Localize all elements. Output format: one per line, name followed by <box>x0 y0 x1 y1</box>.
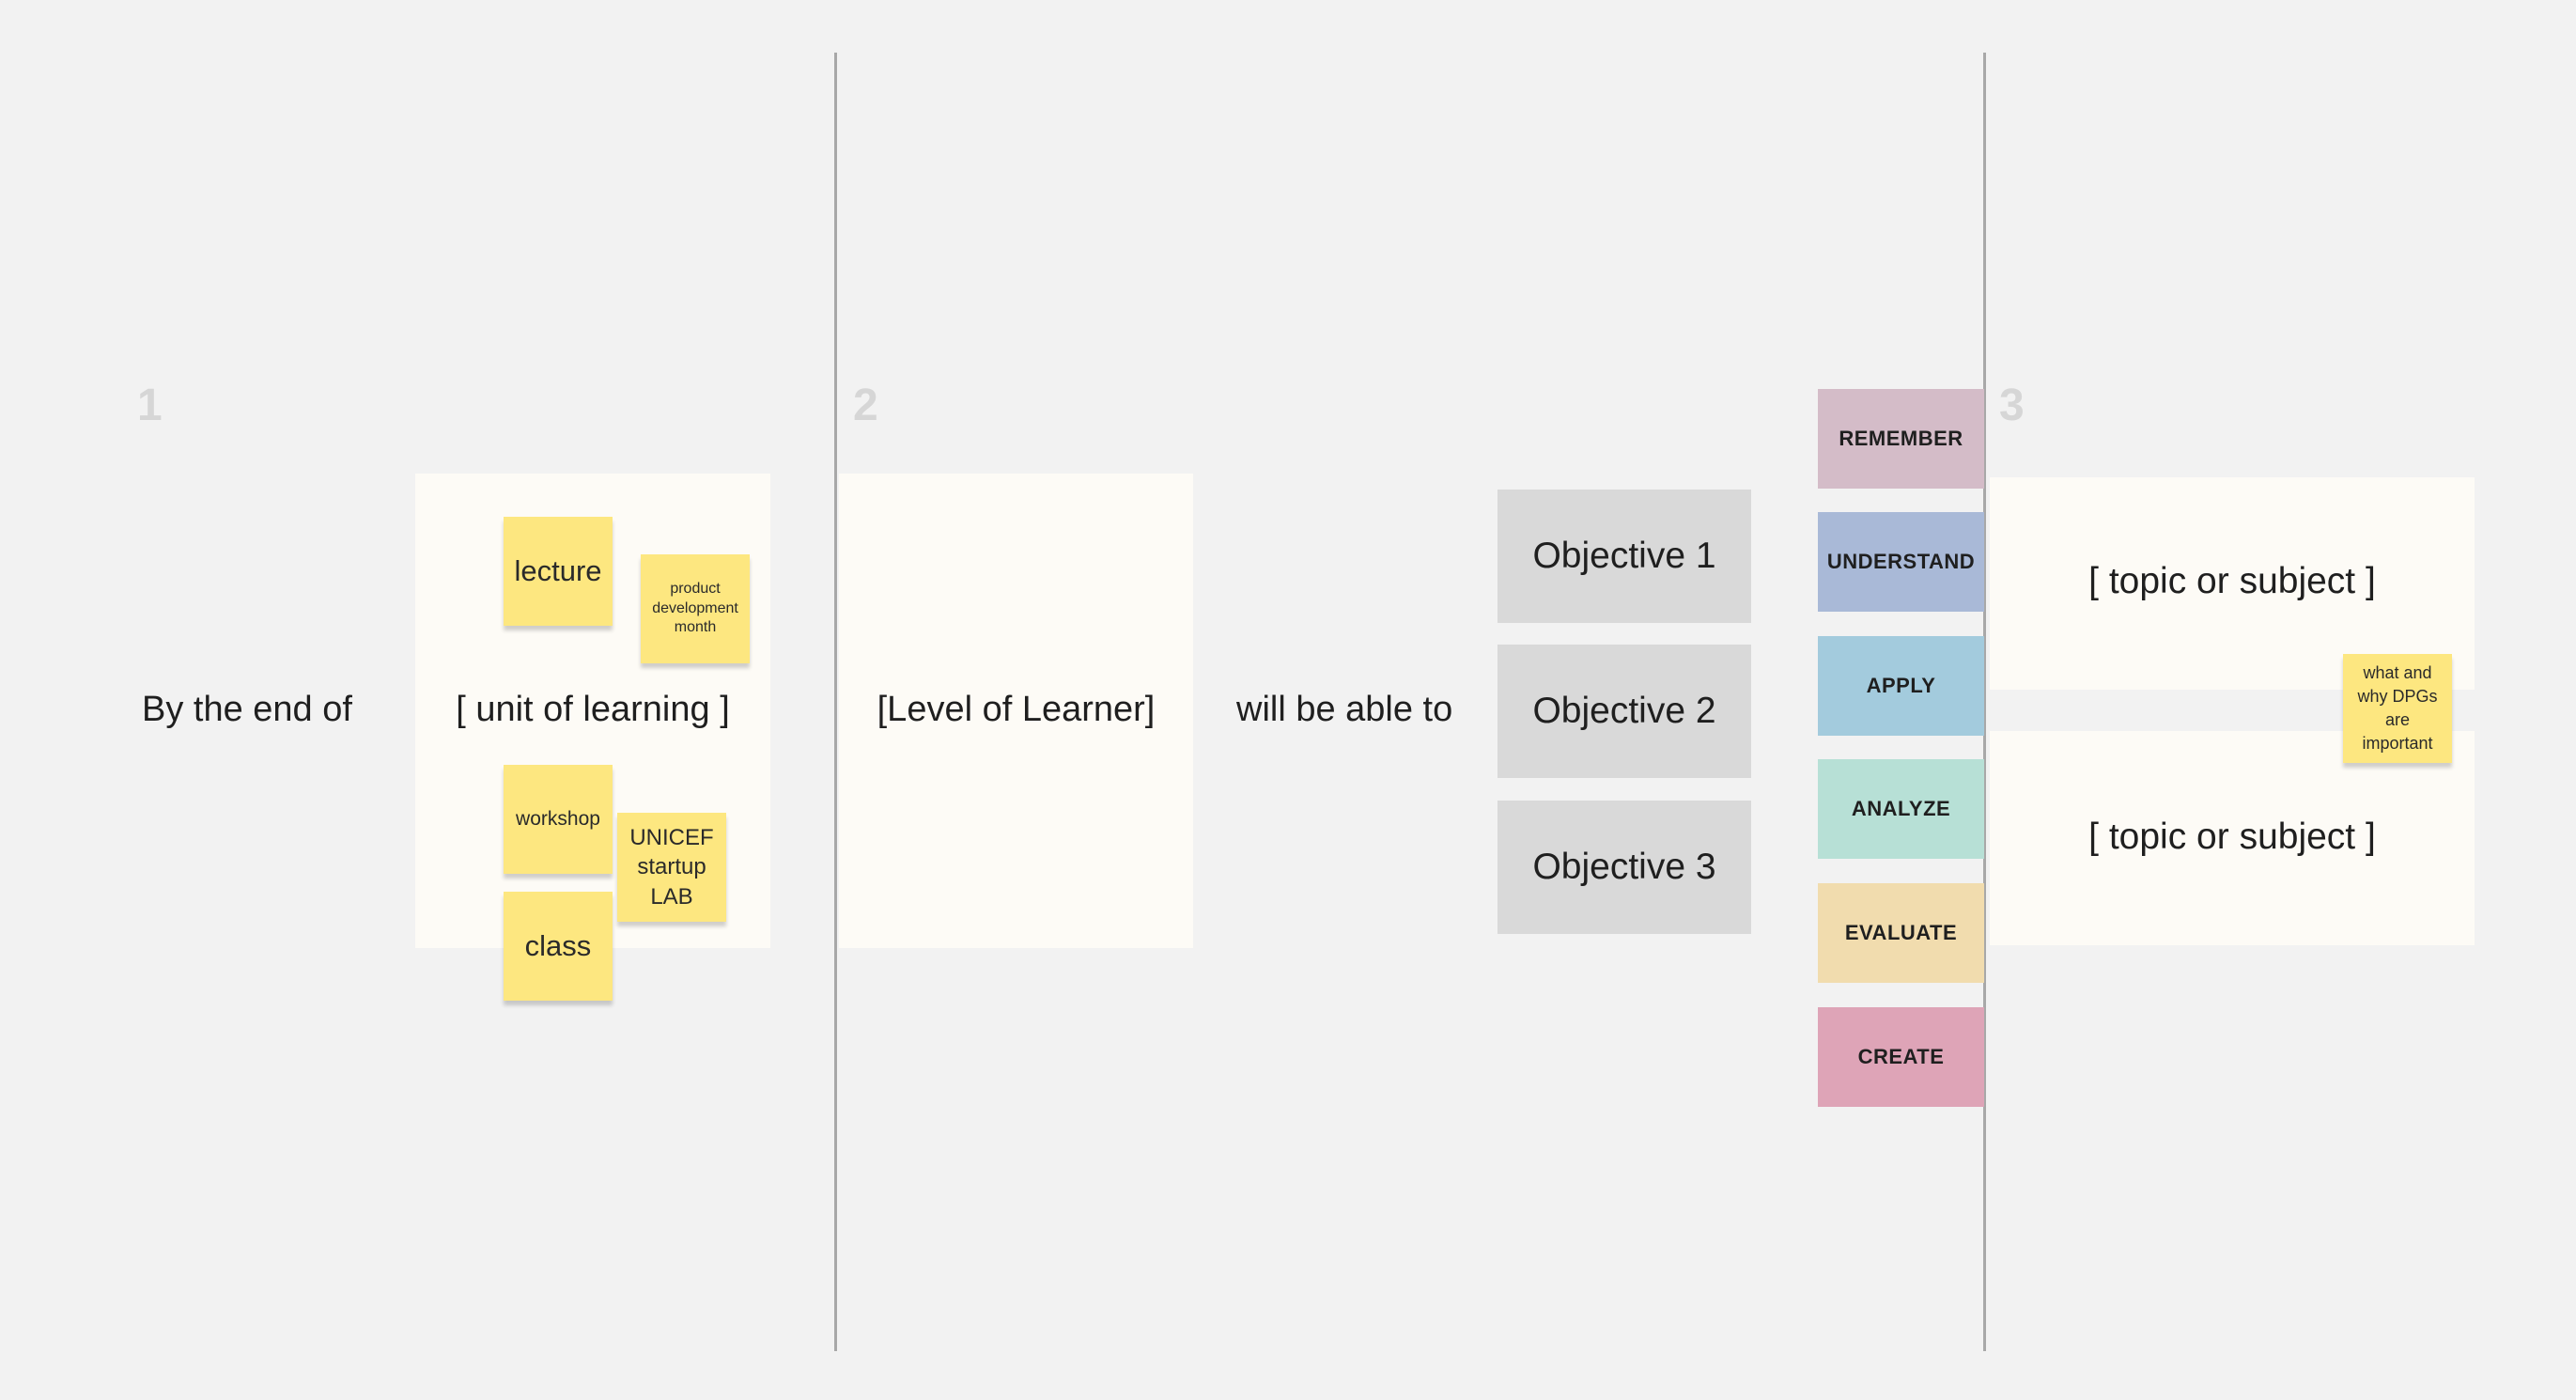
bloom-card-remember[interactable]: REMEMBER <box>1818 389 1984 489</box>
sticky-note-what-and-why-dpgs[interactable]: what and why DPGs are important <box>2343 654 2452 763</box>
sticky-note-lecture[interactable]: lecture <box>504 517 613 626</box>
sticky-note-class[interactable]: class <box>504 892 613 1001</box>
topic-text-2[interactable]: [ topic or subject ] <box>2088 817 2376 857</box>
sticky-note-workshop[interactable]: workshop <box>504 765 613 874</box>
bloom-card-apply[interactable]: APPLY <box>1818 636 1984 736</box>
objective-card-2[interactable]: Objective 2 <box>1497 645 1751 778</box>
level-of-learner-panel[interactable] <box>839 474 1193 948</box>
level-of-learner-text[interactable]: [Level of Learner] <box>877 690 1156 729</box>
sticky-note-unicef-startup-lab[interactable]: UNICEF startup LAB <box>617 813 726 922</box>
objective-card-1[interactable]: Objective 1 <box>1497 490 1751 623</box>
section-number-3: 3 <box>1999 381 2025 430</box>
bloom-card-evaluate[interactable]: EVALUATE <box>1818 883 1984 983</box>
section-divider-2 <box>1983 53 1986 1351</box>
will-be-able-to-text[interactable]: will be able to <box>1236 690 1453 729</box>
bloom-card-create[interactable]: CREATE <box>1818 1007 1984 1107</box>
section-number-1: 1 <box>137 381 163 430</box>
unit-of-learning-text[interactable]: [ unit of learning ] <box>456 690 730 729</box>
objective-card-3[interactable]: Objective 3 <box>1497 801 1751 934</box>
topic-text-1[interactable]: [ topic or subject ] <box>2088 561 2376 601</box>
section-number-2: 2 <box>853 381 878 430</box>
section-divider-1 <box>834 53 837 1351</box>
by-the-end-of-text[interactable]: By the end of <box>142 690 352 729</box>
sticky-note-product-development-month[interactable]: product development month <box>641 554 750 663</box>
bloom-card-analyze[interactable]: ANALYZE <box>1818 759 1984 859</box>
topic-panel-2[interactable] <box>1990 731 2475 945</box>
bloom-card-understand[interactable]: UNDERSTAND <box>1818 512 1984 612</box>
